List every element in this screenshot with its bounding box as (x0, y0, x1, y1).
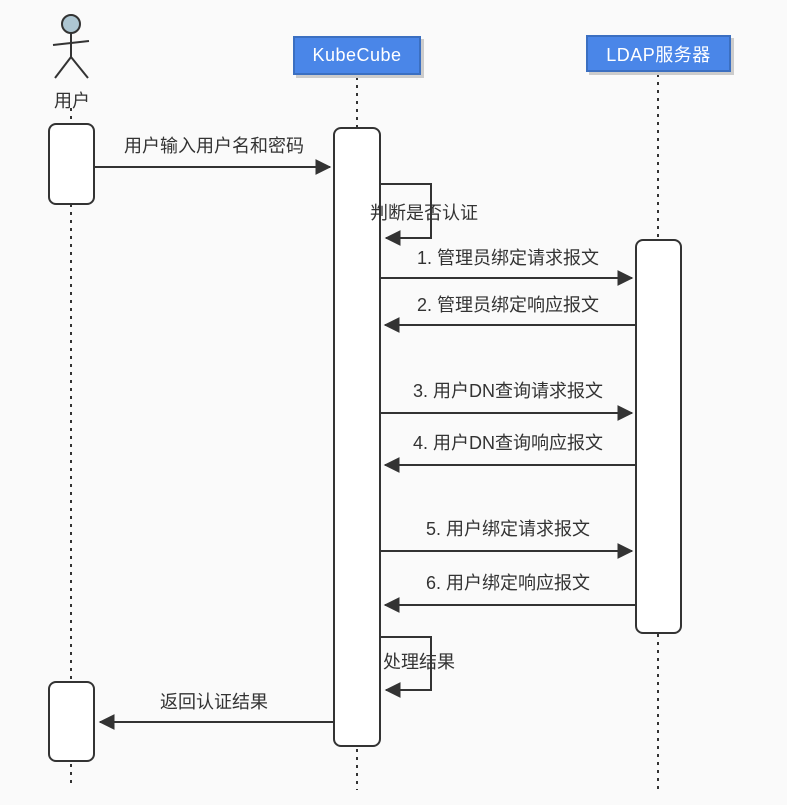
activation-user-top (48, 123, 95, 205)
activation-kubecube (333, 127, 381, 747)
message-check-auth: 判断是否认证 (370, 203, 478, 223)
arrow-self-check-auth (380, 183, 432, 246)
arrow-self-process-result (380, 636, 432, 698)
actor-arms (52, 40, 90, 46)
actor-head (61, 14, 81, 34)
actor-leg-right (70, 56, 89, 79)
message-admin-bind-req: 1. 管理员绑定请求报文 (416, 248, 600, 268)
message-user-bind-res: 6. 用户绑定响应报文 (425, 573, 591, 593)
participant-ldap: LDAP服务器 (586, 35, 731, 72)
activation-ldap (635, 239, 682, 634)
actor-user-icon (52, 14, 90, 79)
message-return-result: 返回认证结果 (160, 692, 268, 712)
message-login: 用户输入用户名和密码 (124, 136, 304, 156)
message-process-result: 处理结果 (383, 652, 455, 672)
message-user-dn-req: 3. 用户DN查询请求报文 (412, 381, 604, 401)
actor-leg-left (54, 56, 72, 79)
activation-user-bottom (48, 681, 95, 762)
message-user-bind-req: 5. 用户绑定请求报文 (425, 519, 591, 539)
message-user-dn-res: 4. 用户DN查询响应报文 (412, 433, 604, 453)
participant-user-label: 用户 (54, 91, 90, 111)
participant-kubecube: KubeCube (293, 36, 421, 75)
message-admin-bind-res: 2. 管理员绑定响应报文 (416, 295, 600, 315)
